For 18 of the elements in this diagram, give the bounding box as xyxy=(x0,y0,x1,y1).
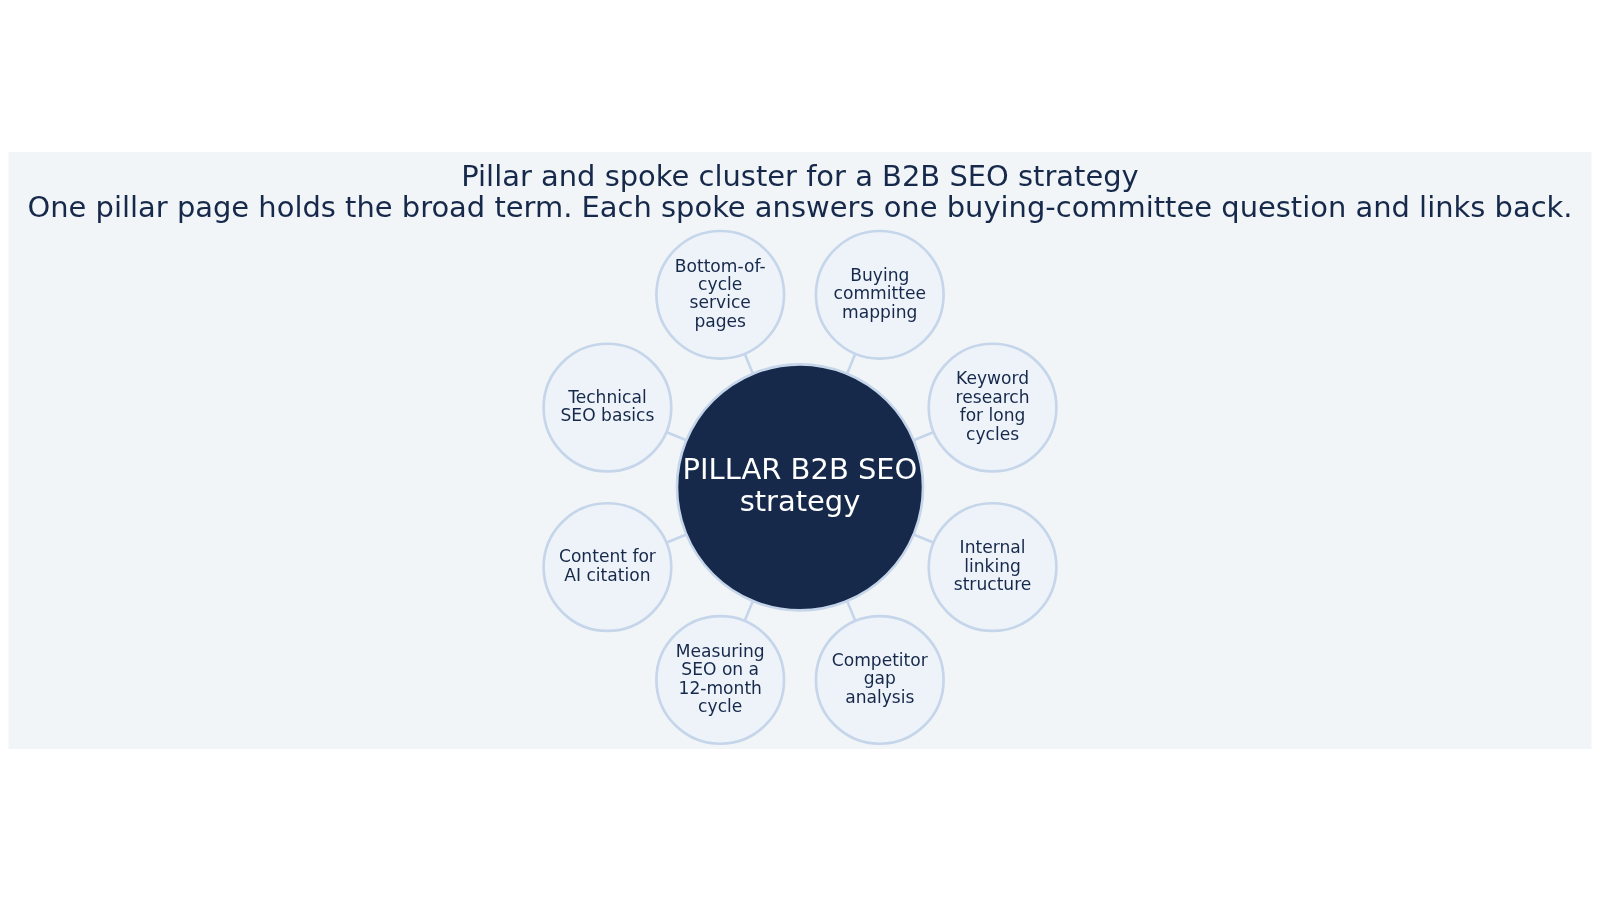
node-circle: Content for AI citation xyxy=(542,501,673,632)
node-circle: Buying committee mapping xyxy=(814,229,945,360)
connector xyxy=(666,532,687,544)
node-circle: Internal linking structure xyxy=(927,501,1058,632)
connector xyxy=(743,353,755,374)
connector xyxy=(913,532,934,544)
node-circle: Competitor gap analysis xyxy=(814,614,945,745)
node-circle: Bottom-of-cycle service pages xyxy=(655,229,786,360)
connector xyxy=(743,600,755,621)
connector xyxy=(913,430,934,441)
connector xyxy=(845,353,857,374)
node-circle: Technical SEO basics xyxy=(542,341,673,473)
diagram-title: Pillar and spoke cluster for a B2B SEO strategy xyxy=(461,158,1139,193)
node-circle: Keyword research for long cycles xyxy=(927,341,1058,473)
node-circle: PILLAR B2B SEO strategy xyxy=(675,362,925,612)
node-circle: Measuring SEO on a 12-month cycle xyxy=(655,614,786,745)
connector xyxy=(666,430,687,441)
connector xyxy=(845,600,857,621)
